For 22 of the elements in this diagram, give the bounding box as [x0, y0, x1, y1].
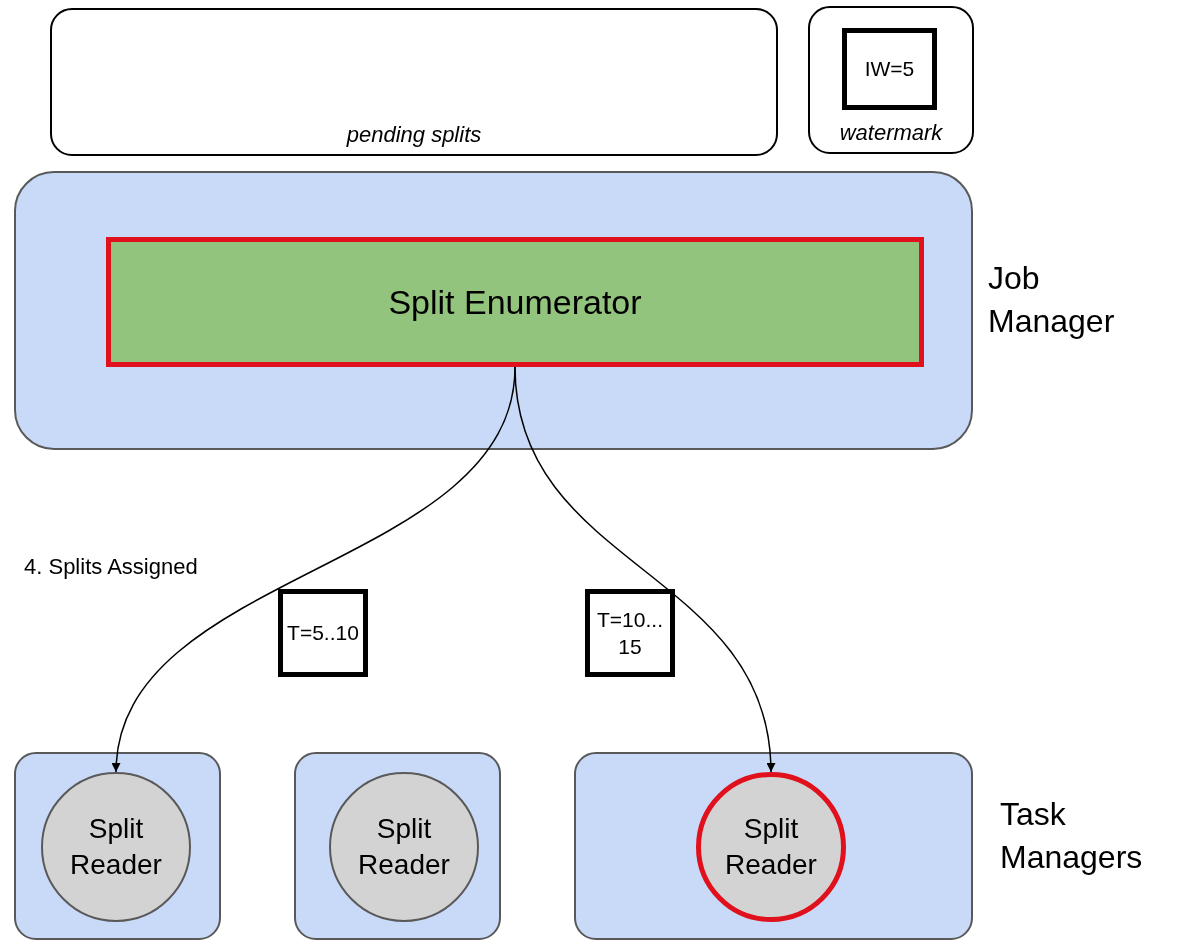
arrow	[514, 366, 775, 773]
node-label: pending splits	[345, 122, 483, 148]
container-panel	[808, 6, 974, 154]
node-label: T=10... 15	[596, 606, 664, 660]
step-label: 4. Splits Assigned	[24, 553, 199, 581]
node-label: T=5..10	[286, 620, 360, 647]
value-box	[842, 28, 937, 110]
node-label: Split Enumerator	[387, 281, 643, 323]
node-label: Split Reader	[69, 811, 163, 882]
container-panel	[50, 8, 778, 156]
node-label: watermark	[838, 120, 944, 146]
value-box	[278, 589, 368, 677]
value-box	[585, 589, 675, 677]
component-box	[106, 237, 924, 367]
node-label: Split Reader	[724, 811, 818, 882]
task-manager-box	[294, 752, 501, 940]
task-manager-box	[574, 752, 973, 940]
task-manager-box	[14, 752, 221, 940]
group-heading: Task Managers	[1000, 795, 1144, 878]
node-label: IW=5	[863, 56, 916, 83]
group-heading: Job Manager	[988, 259, 1116, 342]
node-label: Split Reader	[357, 811, 451, 882]
